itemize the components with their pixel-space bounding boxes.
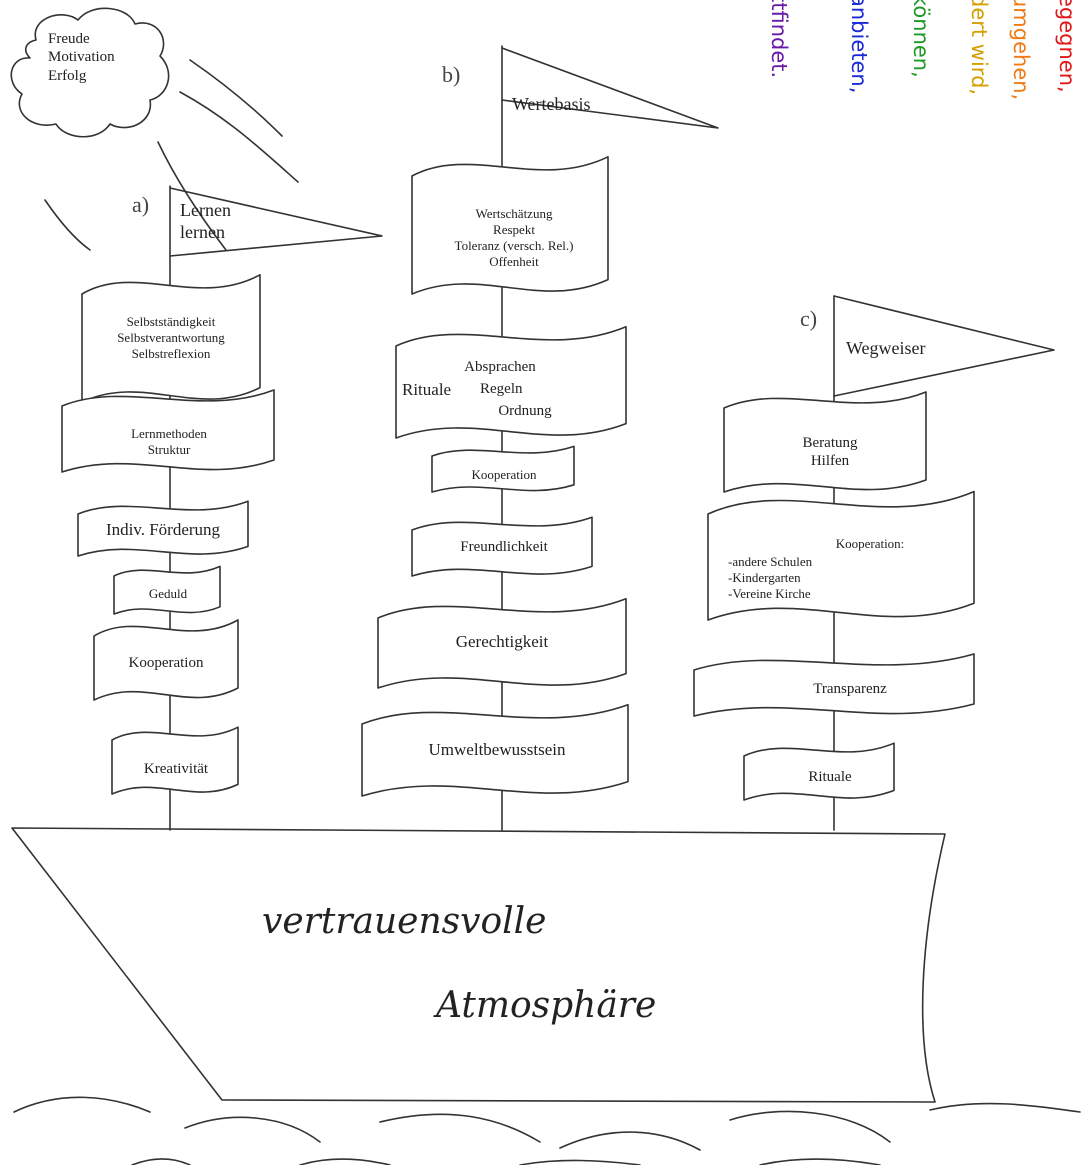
banner-line: Selbstverantwortung bbox=[117, 329, 225, 345]
hull-text-2: Atmosphäre bbox=[436, 985, 657, 1026]
banner-a-5-text: Kooperation bbox=[128, 655, 204, 671]
banner-b-1-text: Wertschätzung Respekt Toleranz (versch. … bbox=[416, 206, 612, 269]
banner-b-ordnung: Ordnung bbox=[498, 403, 552, 419]
banner-a-2-text: Lernmethoden Struktur bbox=[66, 426, 272, 458]
banner-line: Selbstreflexion bbox=[131, 345, 211, 361]
ray bbox=[44, 199, 91, 251]
vertical-text-6: egegnen, bbox=[1055, 0, 1079, 93]
flag-a-pennant bbox=[169, 187, 383, 257]
banner-line: Selbstständigkeit bbox=[126, 314, 216, 329]
cloud-line: Freude bbox=[48, 31, 90, 47]
banner-a-3-text: Indiv. Förderung bbox=[105, 520, 221, 539]
banner-a-6 bbox=[111, 726, 239, 795]
flag-a-line: lernen bbox=[180, 221, 225, 242]
hull-text-1: vertrauensvolle bbox=[262, 901, 547, 942]
banner-b-2 bbox=[395, 326, 627, 439]
banner-line: Lernmethoden bbox=[131, 426, 207, 441]
banner-line: Wertschätzung bbox=[475, 206, 553, 221]
banner-c-1 bbox=[723, 391, 927, 493]
mast-c-letter: c) bbox=[800, 306, 818, 331]
flag-c-pennant bbox=[833, 295, 1055, 397]
banner-line: Struktur bbox=[147, 441, 191, 457]
mast-a-letter: a) bbox=[132, 192, 150, 217]
banner-c-2 bbox=[707, 490, 975, 621]
banner-b-6-text: Umweltbewusstsein bbox=[428, 740, 566, 759]
flag-a-line: Lernen bbox=[180, 200, 231, 220]
banner-c-1-text: Beratung Hilfen bbox=[730, 434, 930, 471]
banner-c-2-head: Kooperation: bbox=[835, 536, 905, 551]
banner-c-4-text: Rituale bbox=[808, 769, 852, 785]
banner-line: Beratung bbox=[802, 435, 858, 451]
cloud-outline bbox=[10, 7, 170, 138]
banner-a-1-text: Selbstständigkeit Selbstverantwortung Se… bbox=[86, 314, 256, 362]
banner-line: Respekt bbox=[493, 221, 535, 237]
banner-a-2 bbox=[61, 389, 275, 473]
ray bbox=[179, 91, 299, 183]
banner-b-4-text: Freundlichkeit bbox=[460, 539, 548, 555]
mast-b-letter: b) bbox=[442, 62, 461, 87]
flag-c-label: Wegweiser bbox=[846, 338, 926, 358]
banner-a-4-text: Geduld bbox=[148, 586, 188, 601]
ray bbox=[189, 59, 283, 137]
cloud-line: Erfolg bbox=[48, 67, 87, 84]
cloud-text: Freude Motivation Erfolg bbox=[48, 30, 115, 85]
banner-line: -Vereine Kirche bbox=[728, 585, 811, 601]
banner-c-3 bbox=[693, 653, 975, 717]
banner-b-2-head: Absprachen bbox=[464, 359, 536, 375]
banner-b-3 bbox=[431, 445, 575, 493]
ray bbox=[157, 141, 227, 251]
ship-hull bbox=[11, 827, 946, 1103]
vertical-text-2: anbieten, bbox=[847, 0, 871, 94]
banner-a-6-text: Kreativität bbox=[143, 761, 209, 777]
banner-b-4 bbox=[411, 516, 593, 577]
banner-b-3-text: Kooperation bbox=[471, 467, 537, 482]
banner-c-3-text: Transparenz bbox=[813, 681, 887, 697]
banner-c-2-list: -andere Schulen -Kindergarten -Vereine K… bbox=[728, 554, 812, 602]
banner-a-1 bbox=[81, 274, 261, 403]
flag-a-label: Lernen lernen bbox=[180, 200, 231, 244]
cloud-line: Motivation bbox=[48, 49, 115, 66]
flag-b-label: Wertebasis bbox=[512, 94, 591, 114]
banner-b-rituale: Rituale bbox=[402, 380, 452, 399]
vertical-text-1: ttfindet. bbox=[767, 0, 791, 79]
banner-a-4 bbox=[113, 565, 221, 615]
banner-c-4 bbox=[743, 742, 895, 801]
waves bbox=[13, 1096, 1081, 1165]
banner-line: Offenheit bbox=[489, 253, 539, 269]
banner-line: -andere Schulen bbox=[728, 554, 813, 569]
vertical-text-5: umgehen, bbox=[1009, 0, 1033, 101]
banner-b-1 bbox=[411, 156, 609, 295]
banner-line: Hilfen bbox=[810, 453, 850, 470]
vertical-text-4: dert wird, bbox=[967, 0, 991, 96]
banner-a-3 bbox=[77, 500, 249, 557]
banner-b-6 bbox=[361, 704, 629, 797]
banner-b-5-text: Gerechtigkeit bbox=[455, 632, 549, 651]
banner-line: -Kindergarten bbox=[728, 569, 801, 585]
banner-b-regeln: Regeln bbox=[480, 381, 523, 397]
vertical-text-3: können, bbox=[909, 0, 933, 78]
banner-line: Toleranz (versch. Rel.) bbox=[454, 237, 574, 253]
flag-b-pennant bbox=[501, 47, 719, 129]
banner-a-5 bbox=[93, 619, 239, 701]
banner-layer bbox=[61, 156, 975, 801]
banner-b-5 bbox=[377, 598, 627, 689]
